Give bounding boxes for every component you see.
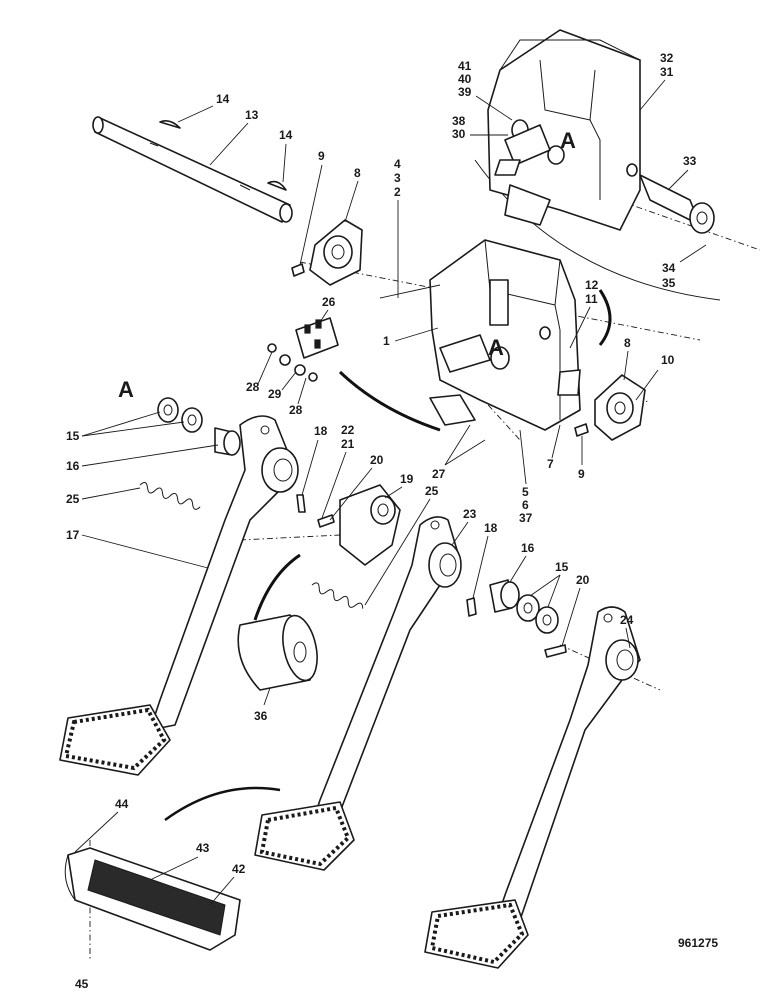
callout-36: 36 [254, 709, 268, 723]
callout-29: 29 [268, 387, 282, 401]
callout-16b: 16 [521, 541, 535, 555]
pivot-shaft [639, 174, 715, 234]
callout-24: 24 [620, 613, 634, 627]
callout-20b: 20 [576, 573, 590, 587]
callout-27: 27 [432, 467, 446, 481]
callout-19: 19 [400, 472, 414, 486]
callout-25b: 25 [425, 484, 439, 498]
callout-43: 43 [196, 841, 210, 855]
callout-4: 4 [394, 157, 401, 171]
woodruff-keys [159, 120, 287, 191]
return-spring-middle [311, 582, 364, 609]
drawing-reference-number: 961275 [678, 936, 718, 950]
bearing-housing-upper [309, 219, 363, 286]
view-a-mark-upper: A [560, 128, 576, 153]
callouts: 14 13 14 9 8 4 3 2 41 40 39 38 30 32 31 … [66, 51, 707, 991]
callout-30: 30 [452, 127, 466, 141]
switch-block [267, 317, 339, 382]
callout-28b: 28 [289, 403, 303, 417]
pedal-box-main: A [429, 239, 581, 431]
bearing-housing-lower [594, 374, 646, 441]
pedal-box-upper: A [487, 29, 641, 231]
callout-38: 38 [452, 114, 466, 128]
callout-41: 41 [458, 59, 472, 73]
callout-10: 10 [661, 353, 675, 367]
callout-45: 45 [75, 977, 89, 991]
callout-40: 40 [458, 72, 472, 86]
pedal-pad-detail [64, 847, 241, 951]
callout-9a: 9 [318, 149, 325, 163]
callout-18a: 18 [314, 424, 328, 438]
callout-5: 5 [522, 485, 529, 499]
callout-15a: 15 [66, 429, 80, 443]
callout-17: 17 [66, 528, 80, 542]
callout-31: 31 [660, 65, 674, 79]
section-arcs [164, 159, 721, 822]
callout-23: 23 [463, 507, 477, 521]
callout-33: 33 [683, 154, 697, 168]
callout-8a: 8 [354, 166, 361, 180]
pedal-clamp [296, 484, 401, 566]
callout-3: 3 [394, 171, 401, 185]
callout-44: 44 [115, 797, 129, 811]
bolts [291, 263, 589, 437]
callout-37: 37 [519, 511, 533, 525]
callout-21: 21 [341, 437, 355, 451]
view-a-mark: A [118, 377, 134, 402]
view-a-mark-lower: A [488, 335, 504, 360]
callout-1: 1 [383, 334, 390, 348]
callout-18b: 18 [484, 521, 498, 535]
return-spring-left [139, 482, 201, 510]
callout-14a: 14 [216, 92, 230, 106]
callout-15b: 15 [555, 560, 569, 574]
callout-35: 35 [662, 276, 676, 290]
callout-25a: 25 [66, 492, 80, 506]
callout-2: 2 [394, 185, 401, 199]
pedal-middle [254, 516, 462, 871]
callout-8b: 8 [624, 336, 631, 350]
callout-22: 22 [341, 423, 355, 437]
callout-14b: 14 [279, 128, 293, 142]
callout-11: 11 [585, 292, 598, 306]
washers-right [466, 579, 567, 658]
callout-28a: 28 [246, 380, 260, 394]
callout-13: 13 [245, 108, 259, 122]
callout-34: 34 [662, 261, 676, 275]
callout-32: 32 [660, 51, 674, 65]
callout-16a: 16 [66, 459, 80, 473]
callout-26: 26 [322, 295, 336, 309]
pedal-roller [237, 614, 318, 691]
callout-20a: 20 [370, 453, 384, 467]
callout-39: 39 [458, 85, 472, 99]
pedal-right [424, 606, 641, 969]
callout-12: 12 [585, 278, 599, 292]
cross-shaft [92, 116, 293, 223]
pedal-left [59, 415, 299, 776]
washers-left [157, 397, 241, 456]
callout-9b: 9 [578, 467, 585, 481]
callout-7: 7 [547, 457, 554, 471]
callout-6: 6 [522, 498, 529, 512]
callout-42: 42 [232, 862, 246, 876]
